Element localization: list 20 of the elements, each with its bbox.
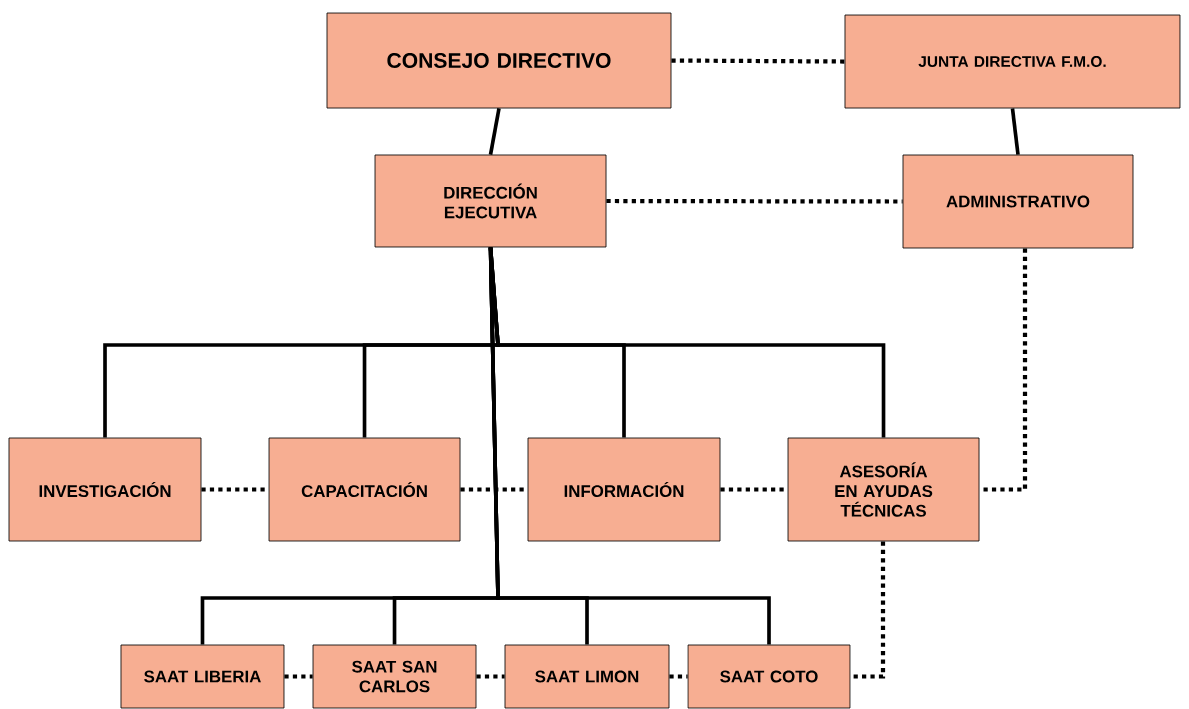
- org-box: SAAT LIMON: [504, 644, 670, 709]
- org-box: ADMINISTRATIVO: [902, 154, 1134, 249]
- connector-line: [669, 674, 688, 679]
- connector-line: [284, 674, 313, 679]
- org-box: INFORMACIÓN: [527, 437, 721, 542]
- connector-line: [476, 674, 505, 679]
- org-box: SAAT COTO: [687, 644, 851, 709]
- org-box: SAAT SAN CARLOS: [312, 644, 477, 709]
- org-box: DIRECCIÓN EJECUTIVA: [374, 154, 607, 248]
- connector-line: [606, 198, 903, 204]
- connector-line: [488, 108, 501, 155]
- org-box: CONSEJO DIRECTIVO: [326, 12, 672, 109]
- connector-line: [1010, 108, 1020, 155]
- org-box: INVESTIGACIÓN: [8, 437, 202, 542]
- org-box: ASESORÍA EN AYUDAS TÉCNICAS: [787, 437, 980, 542]
- org-box: SAAT LIBERIA: [120, 644, 285, 709]
- org-box: CAPACITACIÓN: [268, 437, 461, 542]
- connector-line: [671, 58, 845, 64]
- connector-line: [488, 247, 771, 645]
- org-box: JUNTA DIRECTIVA F.M.O.: [844, 14, 1181, 109]
